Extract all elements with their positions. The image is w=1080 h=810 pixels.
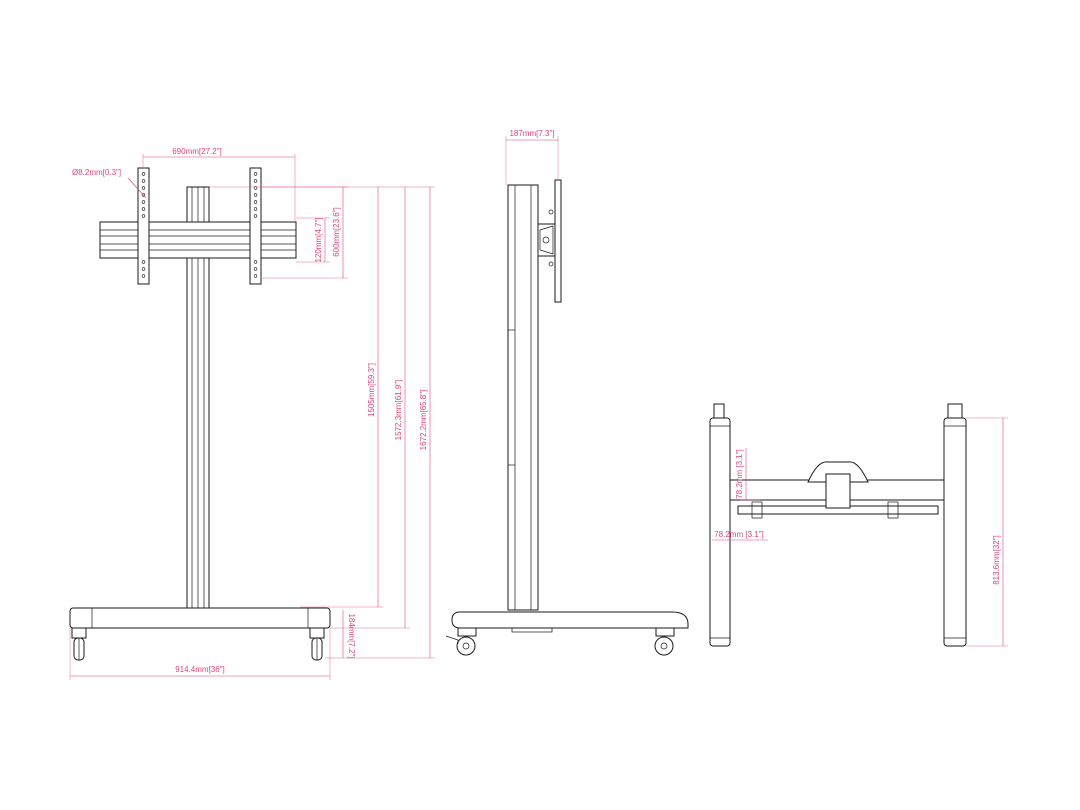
side-column bbox=[507, 184, 539, 611]
top-leg-left bbox=[709, 403, 731, 647]
side-caster-left bbox=[445, 627, 477, 656]
side-view: 187mm[7.3"] bbox=[445, 129, 689, 656]
dim-height-max: 1672.2mm[65.8"] bbox=[419, 390, 428, 451]
front-mounting-rail bbox=[99, 221, 297, 259]
top-view: 78.2mm [3.1"] 78.2mm [3.1"] 813.6mm[32"] bbox=[709, 403, 1008, 647]
front-caster-left bbox=[71, 627, 87, 661]
dim-base-width: 914.4mm[36"] bbox=[175, 665, 225, 674]
dim-offset-horizontal: 78.2mm [3.1"] bbox=[714, 530, 764, 539]
dim-depth: 813.6mm[32"] bbox=[992, 535, 1001, 585]
front-vesa-arm-right bbox=[249, 167, 262, 285]
dim-hole-diameter: Ø8.2mm[0.3"] bbox=[72, 168, 121, 177]
side-base bbox=[451, 611, 689, 629]
dim-offset-vertical: 78.2mm [3.1"] bbox=[735, 449, 744, 499]
dim-vesa-height-large: 600mm[23.6"] bbox=[332, 207, 341, 257]
front-base bbox=[69, 607, 331, 629]
front-vesa-arm-left bbox=[137, 167, 150, 285]
dim-height-min: 1505mm[59.3"] bbox=[367, 363, 376, 417]
dim-base-height: 184mm[7.2"] bbox=[347, 613, 356, 658]
side-tilt-bracket bbox=[537, 209, 556, 267]
side-vesa-plate bbox=[554, 179, 562, 303]
dim-height-mid: 1572.3mm[61.9"] bbox=[394, 380, 403, 441]
top-leg-right bbox=[943, 403, 967, 647]
front-view: 690mm[27.2"] Ø8.2mm[0.3"] 120mm[4.7"] 60… bbox=[69, 147, 435, 680]
front-caster-right bbox=[309, 627, 325, 661]
dim-width-top: 690mm[27.2"] bbox=[172, 147, 222, 156]
top-column-cap bbox=[807, 461, 869, 509]
dim-depth-top: 187mm[7.3"] bbox=[509, 129, 554, 138]
dim-vesa-height-small: 120mm[4.7"] bbox=[314, 217, 323, 262]
side-caster-right bbox=[654, 627, 675, 656]
